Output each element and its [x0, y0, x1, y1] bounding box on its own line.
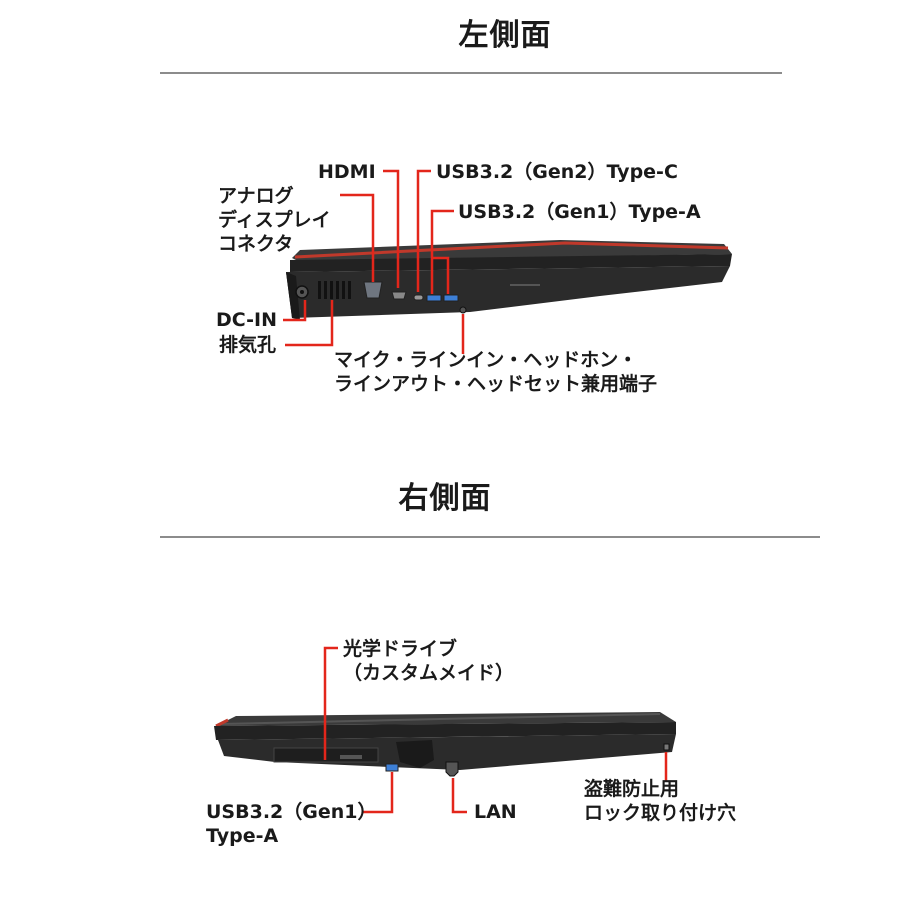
left-side-title: 左側面: [458, 18, 552, 53]
dc-in-label: DC-IN: [216, 309, 278, 331]
left-leader-lines: [283, 169, 465, 354]
usb-type-c-label: USB3.2（Gen2）Type-C: [436, 161, 678, 183]
exhaust-vent-label: 排気孔: [219, 334, 277, 356]
usb-type-a-label-left: USB3.2（Gen1）Type-A: [458, 201, 701, 223]
analog-display-connector-label: アナログ ディスプレイ コネクタ: [218, 185, 331, 255]
left-laptop-illustration: [286, 240, 732, 320]
right-laptop-illustration: [214, 712, 676, 777]
left-title-rule: [160, 72, 782, 74]
right-title-rule: [160, 536, 820, 538]
security-lock-slot-label: 盗難防止用 ロック取り付け穴: [584, 778, 737, 824]
audio-combo-jack-label: マイク・ラインイン・ヘッドホン・ ラインアウト・ヘッドセット兼用端子: [334, 349, 658, 395]
optical-drive-label: 光学ドライブ （カスタムメイド）: [343, 638, 515, 684]
right-side-title: 右側面: [398, 481, 492, 516]
usb-type-a-label-right: USB3.2（Gen1） Type-A: [206, 801, 377, 847]
hdmi-label: HDMI: [318, 161, 376, 183]
right-leader-lines: [323, 646, 668, 814]
lan-label: LAN: [474, 801, 517, 823]
